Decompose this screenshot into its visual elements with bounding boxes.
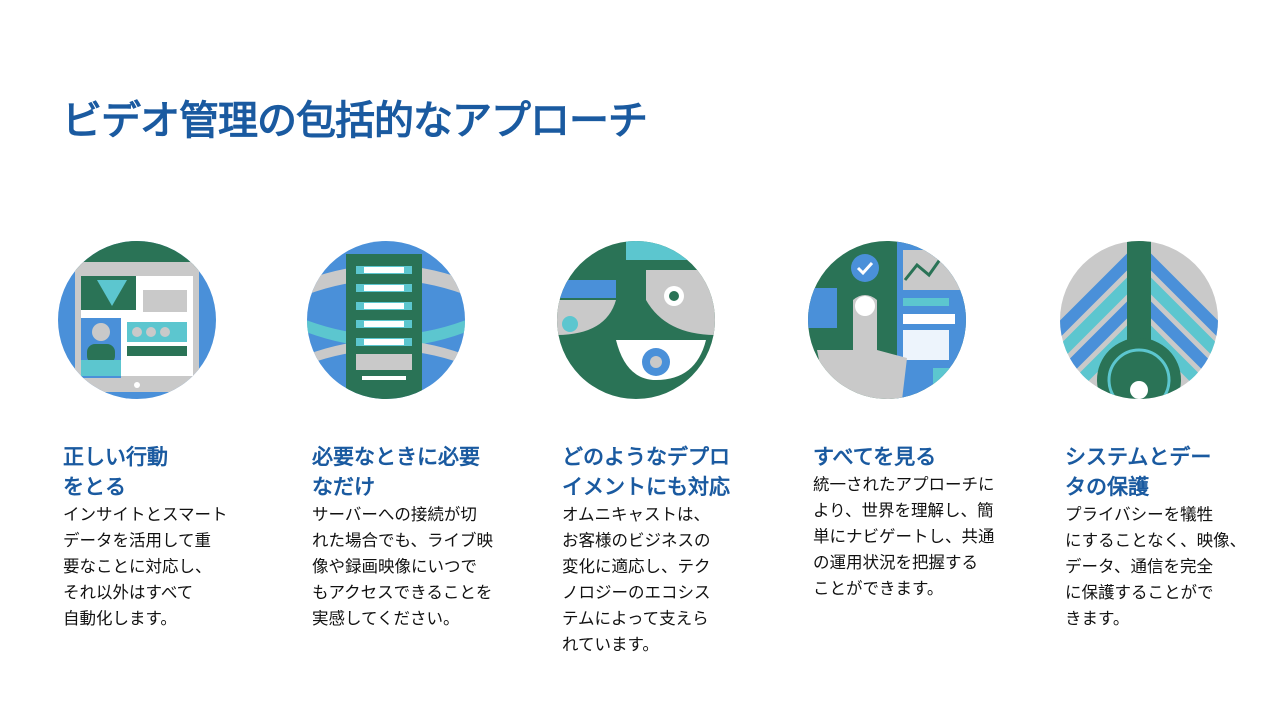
body-line: れています。 bbox=[562, 635, 659, 654]
server-icon bbox=[307, 241, 465, 399]
camera-icon bbox=[557, 241, 715, 399]
feature-take-action: 正しい行動 をとる インサイトとスマート データを活用して重 要なことに対応し、… bbox=[58, 240, 263, 632]
feature-heading: システムとデー タの保護 bbox=[1065, 442, 1265, 502]
heading-line: 正しい行動 bbox=[63, 445, 168, 469]
body-line: れた場合でも、ライブ映 bbox=[312, 531, 494, 550]
feature-heading: 必要なときに必要 なだけ bbox=[312, 442, 512, 502]
heading-line: をとる bbox=[63, 475, 126, 499]
body-line: 自動化します。 bbox=[63, 609, 177, 628]
feature-on-demand: 必要なときに必要 なだけ サーバーへの接続が切 れた場合でも、ライブ映 像や録画… bbox=[307, 240, 512, 632]
feature-description: オムニキャストは、 お客様のビジネスの 変化に適応し、テク ノロジーのエコシス … bbox=[562, 502, 762, 658]
heading-line: システムとデー bbox=[1065, 445, 1212, 469]
body-line: サーバーへの接続が切 bbox=[312, 505, 477, 524]
body-line: 変化に適応し、テク bbox=[562, 557, 711, 576]
body-line: 単にナビゲートし、共通 bbox=[813, 527, 995, 546]
body-line: ノロジーのエコシス bbox=[562, 583, 711, 602]
dashboard-icon bbox=[58, 241, 216, 399]
heading-line: すべてを見る bbox=[813, 445, 937, 469]
heading-line: 必要なときに必要 bbox=[312, 445, 480, 469]
body-line: オムニキャストは、 bbox=[562, 505, 711, 524]
body-line: 統一されたアプローチに bbox=[813, 475, 995, 494]
body-line: テムによって支えら bbox=[562, 609, 709, 628]
page-title: ビデオ管理の包括的なアプローチ bbox=[62, 98, 648, 144]
body-line: データ、通信を完全 bbox=[1065, 557, 1214, 576]
body-line: ことができます。 bbox=[813, 579, 944, 598]
body-line: 実感してください。 bbox=[312, 609, 460, 628]
body-line: の運用状況を把握する bbox=[813, 553, 978, 572]
feature-data-protection: システムとデー タの保護 プライバシーを犠牲 にすることなく、映像、 データ、通… bbox=[1060, 240, 1265, 632]
body-line: より、世界を理解し、簡 bbox=[813, 501, 994, 520]
feature-heading: 正しい行動 をとる bbox=[63, 442, 263, 502]
body-line: 像や録画映像にいつで bbox=[312, 557, 477, 576]
feature-heading: すべてを見る bbox=[813, 442, 1013, 472]
heading-line: タの保護 bbox=[1065, 475, 1149, 499]
heading-line: どのようなデプロ bbox=[562, 445, 730, 469]
body-line: インサイトとスマート bbox=[63, 505, 228, 524]
body-line: データを活用して重 bbox=[63, 531, 212, 550]
body-line: それ以外はすべて bbox=[63, 583, 194, 602]
feature-see-everything: すべてを見る 統一されたアプローチに より、世界を理解し、簡 単にナビゲートし、… bbox=[808, 240, 1013, 602]
body-line: お客様のビジネスの bbox=[562, 531, 711, 550]
feature-description: プライバシーを犠牲 にすることなく、映像、 データ、通信を完全 に保護することが… bbox=[1065, 502, 1265, 632]
heading-line: イメントにも対応 bbox=[562, 475, 730, 499]
feature-description: サーバーへの接続が切 れた場合でも、ライブ映 像や録画映像にいつで もアクセスで… bbox=[312, 502, 512, 632]
feature-description: 統一されたアプローチに より、世界を理解し、簡 単にナビゲートし、共通 の運用状… bbox=[813, 472, 1013, 602]
key-icon bbox=[1060, 241, 1218, 399]
body-line: 要なことに対応し、 bbox=[63, 557, 212, 576]
feature-description: インサイトとスマート データを活用して重 要なことに対応し、 それ以外はすべて … bbox=[63, 502, 263, 632]
body-line: に保護することがで bbox=[1065, 583, 1214, 602]
body-line: もアクセスできることを bbox=[312, 583, 493, 602]
feature-any-deployment: どのようなデプロ イメントにも対応 オムニキャストは、 お客様のビジネスの 変化… bbox=[557, 240, 762, 658]
feature-heading: どのようなデプロ イメントにも対応 bbox=[562, 442, 762, 502]
heading-line: なだけ bbox=[312, 475, 375, 499]
body-line: にすることなく、映像、 bbox=[1065, 531, 1247, 550]
body-line: プライバシーを犠牲 bbox=[1065, 505, 1214, 524]
body-line: きます。 bbox=[1065, 609, 1130, 628]
touch-screen-icon bbox=[808, 241, 966, 399]
